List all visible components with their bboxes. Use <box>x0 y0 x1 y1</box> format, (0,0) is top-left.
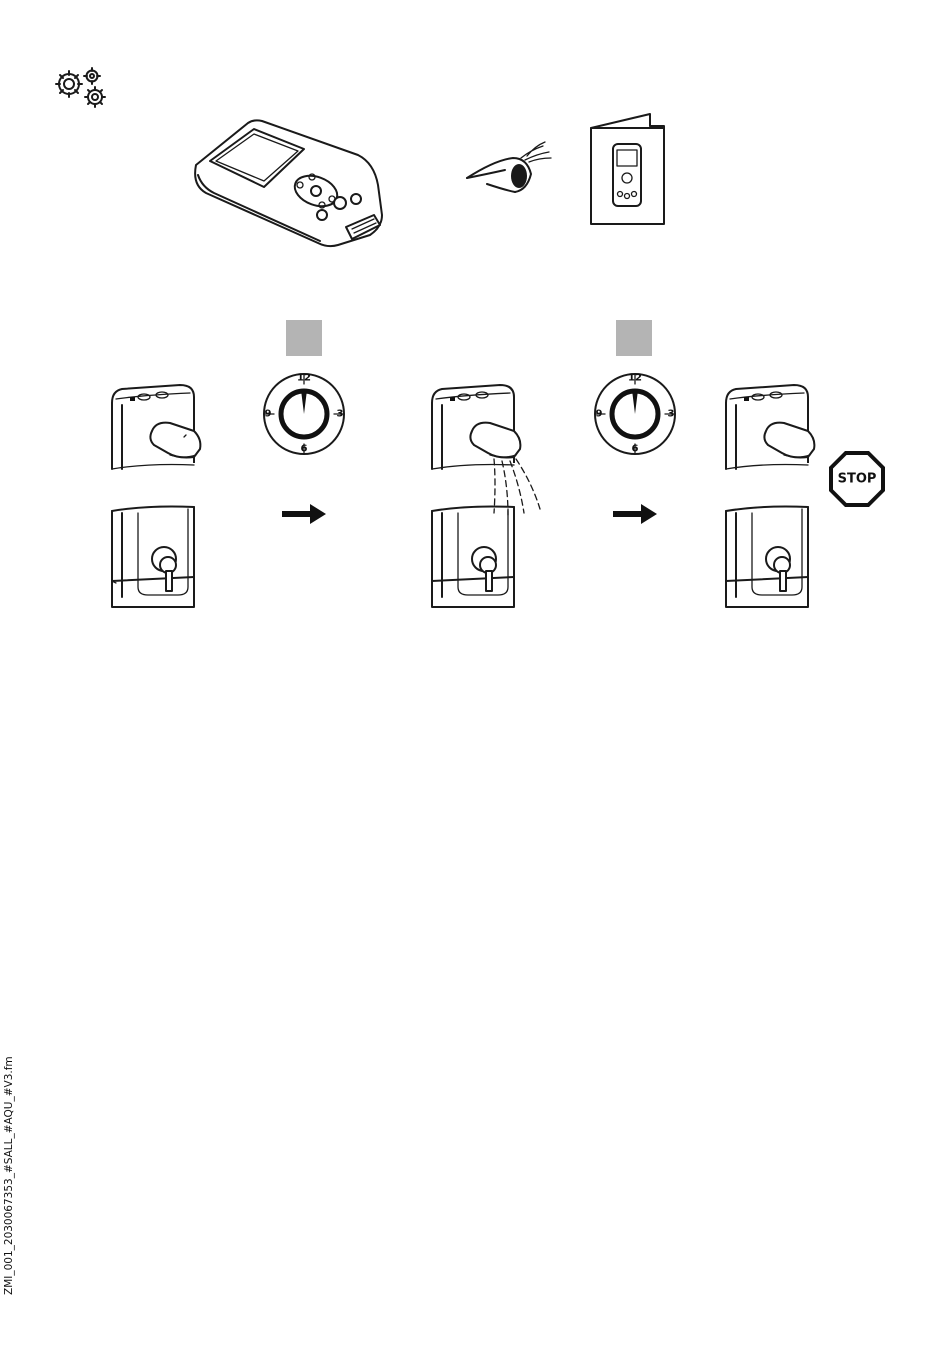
placeholder-box-2 <box>616 320 652 356</box>
stop-sign-icon: STOP <box>828 450 886 508</box>
stop-sign-label: STOP <box>838 472 877 487</box>
fixture-spout-3 <box>722 383 822 473</box>
arrow-right-icon <box>280 502 328 526</box>
arrow-right-icon-2 <box>611 502 659 526</box>
dial-1-label-6: 6 <box>301 444 308 455</box>
footer-file-reference: ZMI_001_2030067353_#SALL_#AQU_#V3.fm <box>3 1056 15 1295</box>
gears-icon <box>52 66 112 110</box>
fixture-valve-2 <box>428 503 528 613</box>
remote-control-icon <box>188 115 388 250</box>
dial-1-label-3: 3 <box>337 409 344 420</box>
dial-2-label-12: 12 <box>628 373 642 384</box>
dial-2-label-9: 9 <box>596 409 603 420</box>
fixture-valve-1 <box>108 503 208 613</box>
dial-2-label-3: 3 <box>668 409 675 420</box>
dial-1-label-12: 12 <box>297 373 311 384</box>
fixture-spout-2 <box>428 383 558 523</box>
dial-1-label-9: 9 <box>265 409 272 420</box>
placeholder-box-1 <box>286 320 322 356</box>
manual-booklet-icon <box>588 112 668 228</box>
fixture-spout-1 <box>108 383 208 473</box>
eye-icon <box>465 140 555 200</box>
dial-2-label-6: 6 <box>632 444 639 455</box>
fixture-valve-3 <box>722 503 822 613</box>
clock-dial-icon: 12 3 6 9 <box>259 372 349 456</box>
clock-dial-icon-2: 12 3 6 9 <box>590 372 680 456</box>
